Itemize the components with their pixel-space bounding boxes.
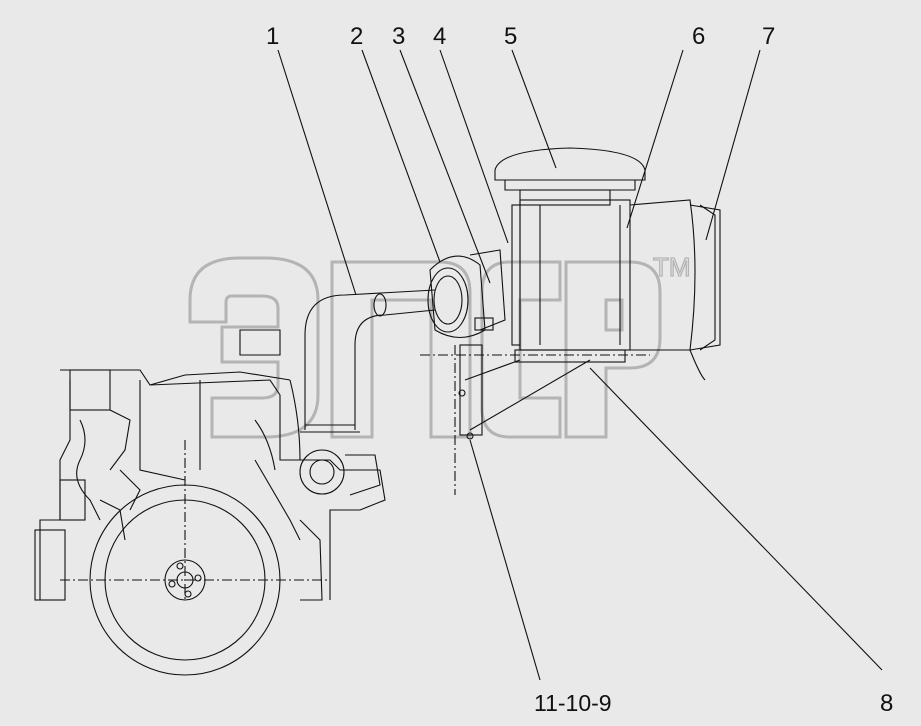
watermark-logo — [188, 256, 662, 439]
callout-8: 8 — [880, 690, 894, 717]
callout-6: 6 — [692, 23, 706, 50]
watermark-tm: TM — [653, 252, 691, 282]
callout-4: 4 — [433, 23, 447, 50]
callout-2: 2 — [350, 23, 364, 50]
engine-assembly — [34, 329, 386, 676]
reference-label: 11-10-9 — [534, 690, 612, 716]
callout-7: 7 — [762, 23, 776, 50]
air-filter — [420, 147, 721, 495]
callout-1: 1 — [266, 23, 280, 50]
callout-3: 3 — [392, 23, 406, 50]
leader-lines — [277, 49, 883, 681]
callout-5: 5 — [504, 23, 518, 50]
